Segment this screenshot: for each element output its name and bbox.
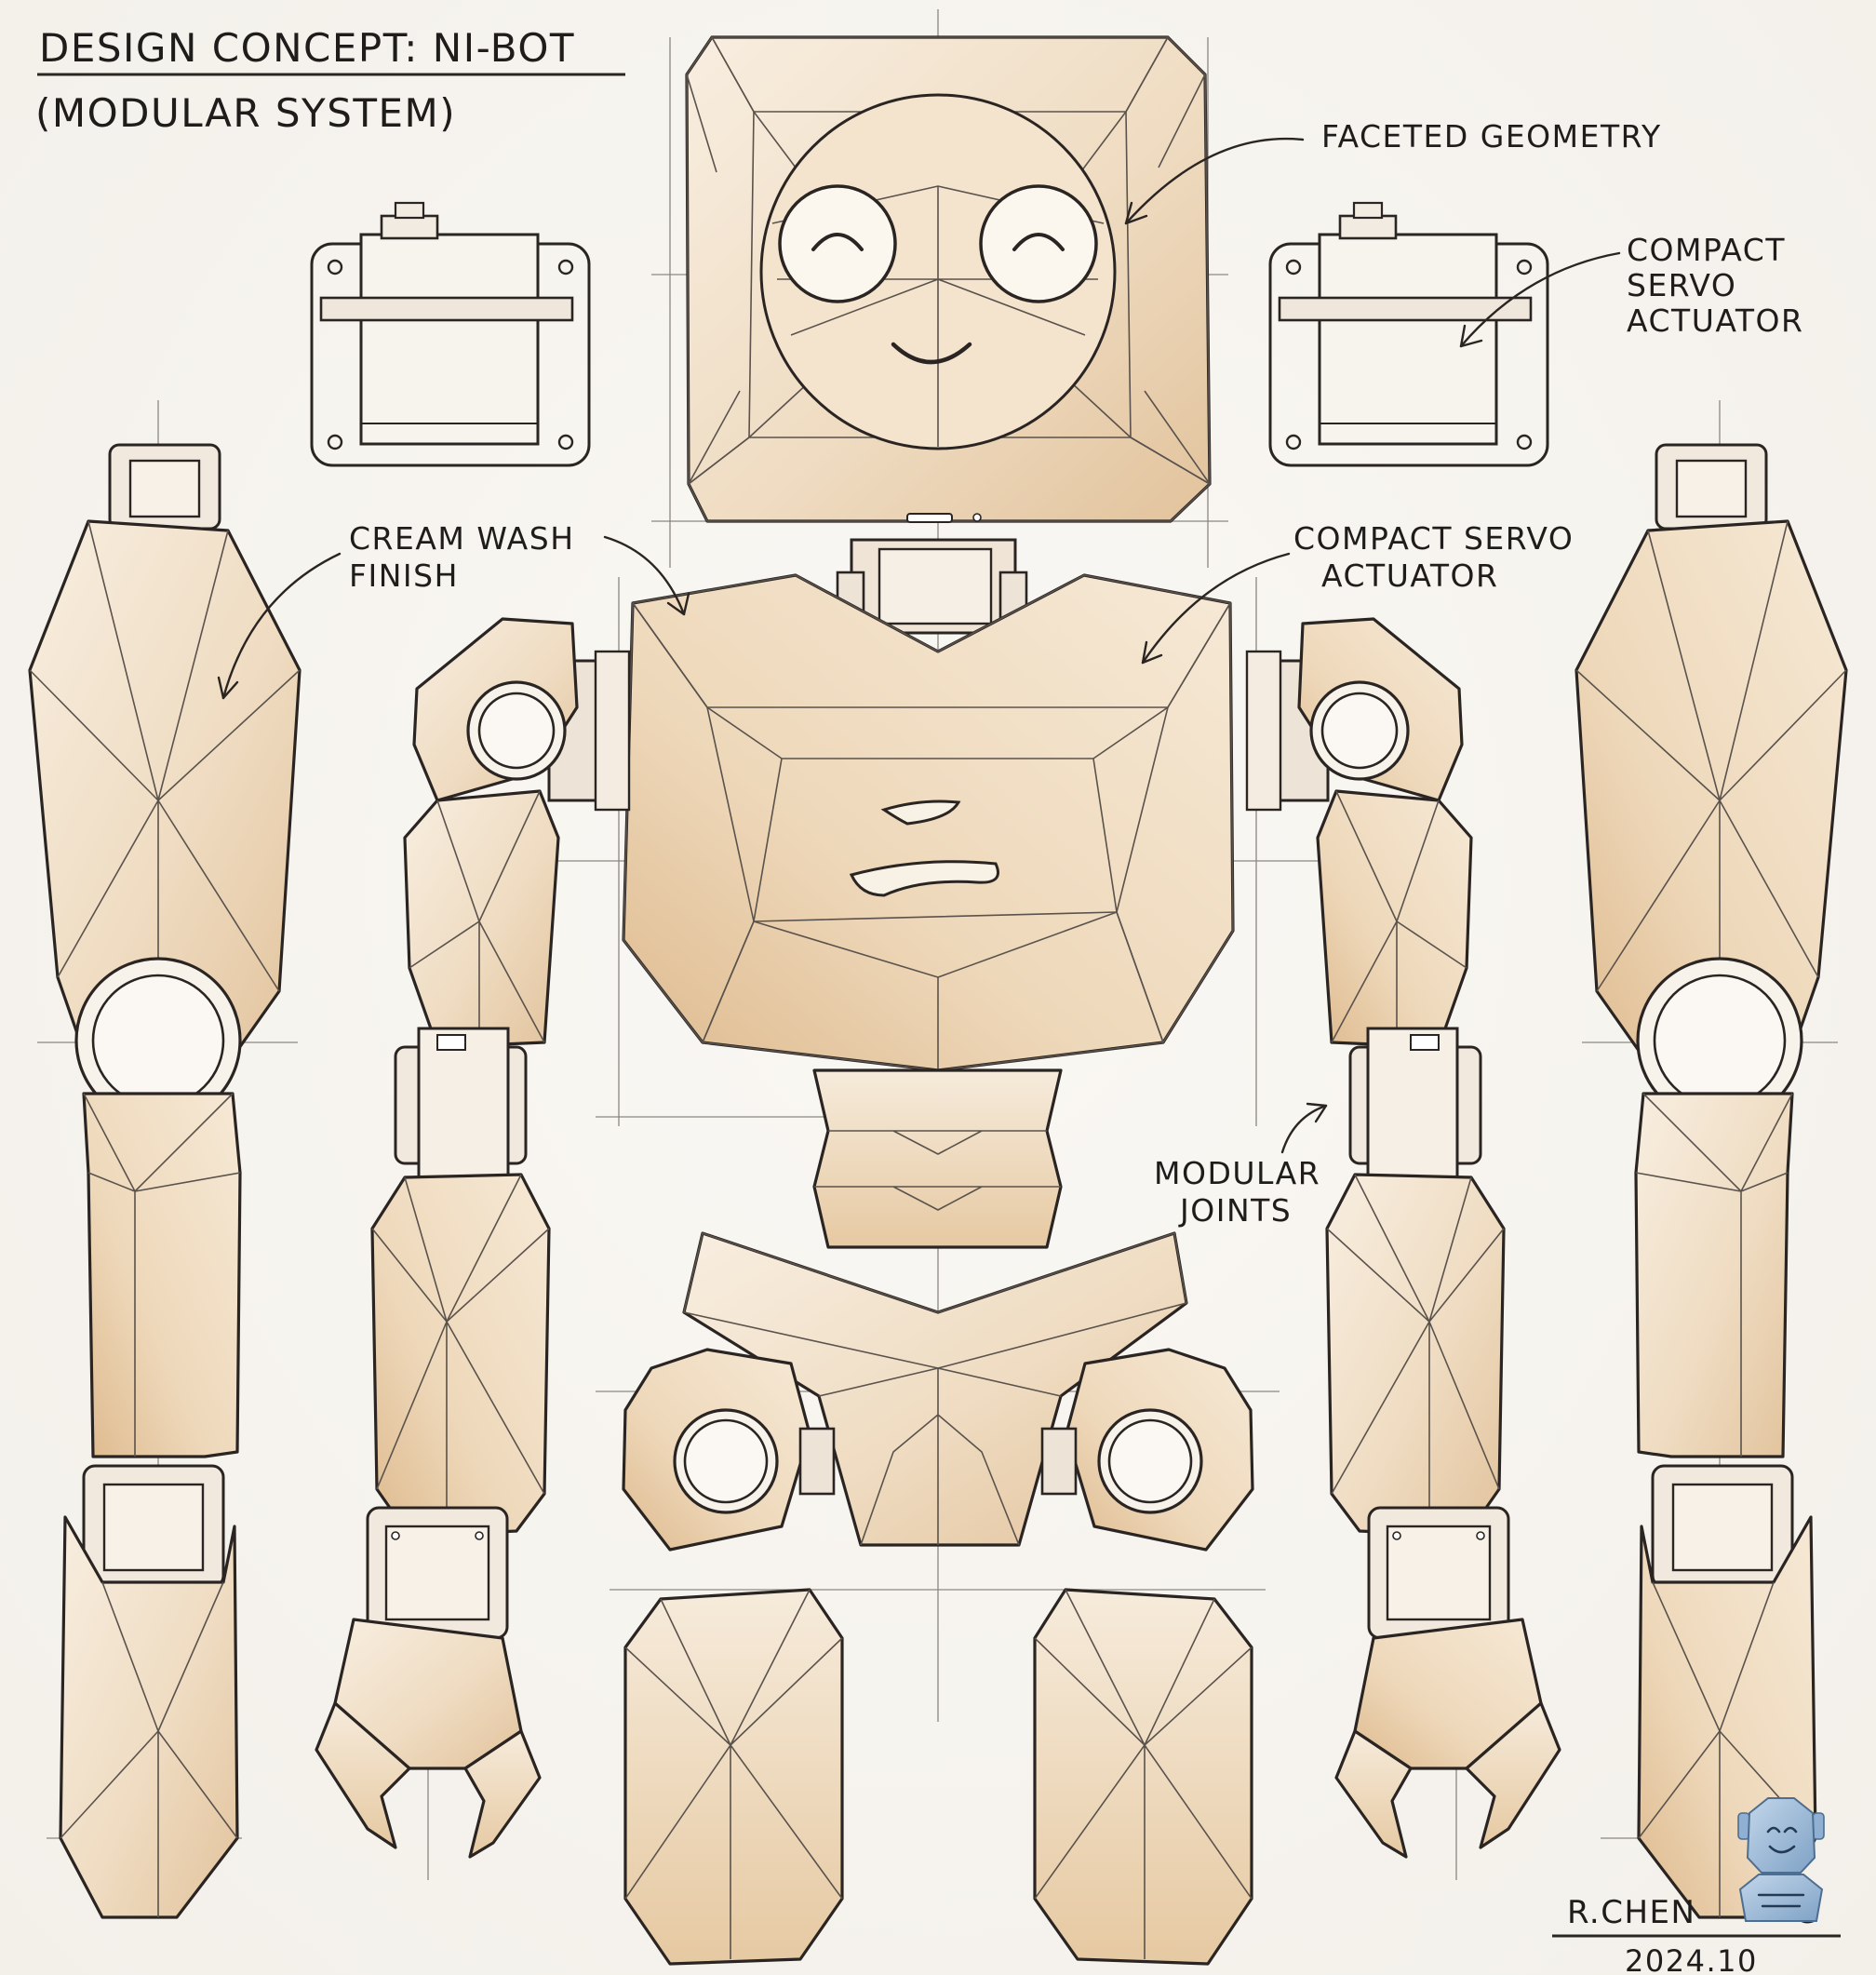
title-line-1: DESIGN CONCEPT: NI-BOT [39, 25, 575, 71]
servo-chest-label-2: ACTUATOR [1321, 558, 1498, 594]
servo-actuator-icon [1268, 201, 1549, 467]
robot-pelvis [622, 1231, 1254, 1552]
smile [891, 342, 972, 365]
cream-wash-label-1: CREAM WASH [349, 520, 575, 557]
signature-block: R.CHEN G 2024.10 [1552, 1894, 1841, 1975]
detached-left-arm [28, 443, 302, 1919]
servo-top-label-1: COMPACT [1627, 232, 1786, 268]
robot-mascot-icon [1737, 1797, 1825, 1922]
title-block: DESIGN CONCEPT: NI-BOT (MODULAR SYSTEM) [35, 25, 625, 136]
robot-legs [623, 1588, 1253, 1966]
title-line-2: (MODULAR SYSTEM) [35, 90, 456, 136]
callout-servo-top: COMPACT SERVO ACTUATOR [1459, 232, 1803, 348]
assembled-right-arm [1316, 789, 1561, 1859]
left-eye [778, 184, 897, 303]
callout-faceted-geometry: FACETED GEOMETRY [1124, 118, 1662, 225]
callout-servo-chest: COMPACT SERVO ACTUATOR [1141, 520, 1574, 665]
detached-right-arm [1574, 443, 1848, 1919]
robot-waist [812, 1068, 1063, 1249]
callout-cream-wash: CREAM WASH FINISH [217, 520, 690, 700]
servo-actuator-icon [310, 201, 591, 467]
robot-head [685, 35, 1212, 523]
faceted-geometry-label: FACETED GEOMETRY [1321, 118, 1662, 155]
servo-chest-label-1: COMPACT SERVO [1293, 520, 1574, 557]
right-eye [979, 184, 1098, 303]
cream-wash-label-2: FINISH [349, 558, 459, 594]
assembled-left-arm [315, 789, 560, 1859]
servo-top-label-2: SERVO [1627, 267, 1736, 303]
modular-joints-label-1: MODULAR [1154, 1155, 1320, 1191]
signature-date: 2024.10 [1625, 1943, 1758, 1975]
robot-torso [622, 573, 1235, 1072]
modular-joints-label-2: JOINTS [1178, 1192, 1292, 1229]
servo-top-label-3: ACTUATOR [1627, 302, 1803, 339]
robot-shoulders [412, 617, 1464, 812]
signature-name: R.CHEN [1567, 1894, 1695, 1931]
callout-modular-joints: MODULAR JOINTS [1154, 1102, 1328, 1229]
